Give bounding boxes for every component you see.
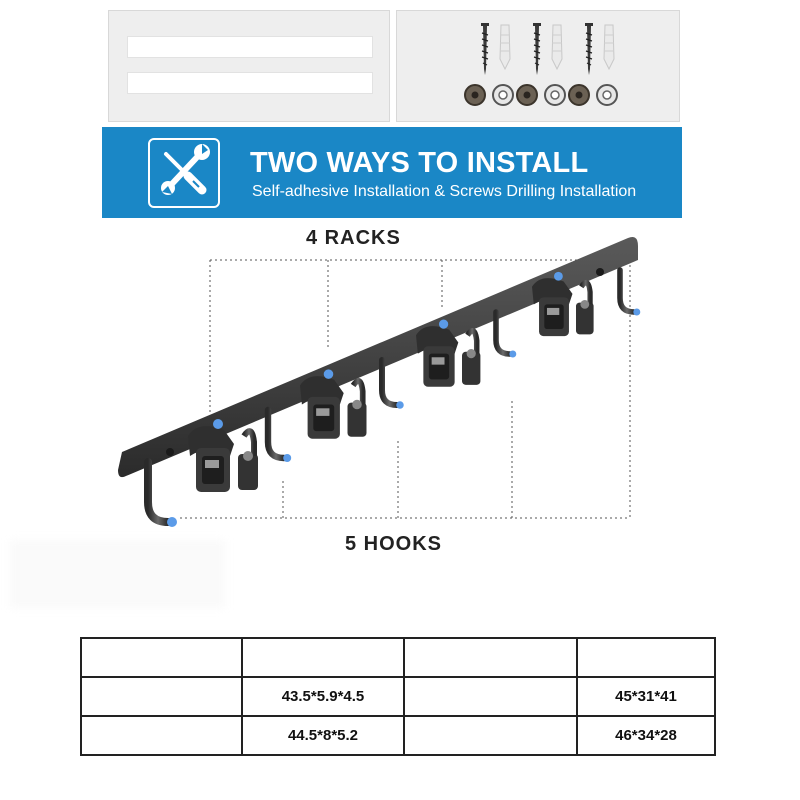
table-cell: 46*34*28 xyxy=(576,715,716,756)
table-row: 43.5*5.9*4.5 45*31*41 xyxy=(80,676,716,717)
table-cell xyxy=(80,637,243,678)
mop-holder-rack-image xyxy=(118,237,660,530)
adhesive-install-panel xyxy=(108,10,390,122)
table-cell xyxy=(80,715,243,756)
blurred-area xyxy=(10,540,225,608)
table-cell xyxy=(403,676,578,717)
table-cell xyxy=(241,637,405,678)
screws-install-panel xyxy=(396,10,680,122)
table-row xyxy=(80,637,716,678)
tools-icon xyxy=(148,138,220,208)
table-cell: 44.5*8*5.2 xyxy=(241,715,405,756)
table-cell xyxy=(80,676,243,717)
table-row: 44.5*8*5.2 46*34*28 xyxy=(80,715,716,756)
adhesive-strip-icon xyxy=(127,72,373,94)
screws-and-anchors-icon xyxy=(464,22,618,106)
table-cell: 43.5*5.9*4.5 xyxy=(241,676,405,717)
table-cell xyxy=(403,637,578,678)
hooks-label: 5 HOOKS xyxy=(345,533,443,555)
specs-table: 43.5*5.9*4.5 45*31*41 44.5*8*5.2 46*34*2… xyxy=(80,637,716,756)
table-cell: 45*31*41 xyxy=(576,676,716,717)
banner-subtitle: Self-adhesive Installation & Screws Dril… xyxy=(252,183,637,200)
install-banner: TWO WAYS TO INSTALL Self-adhesive Instal… xyxy=(102,127,682,218)
adhesive-strip-icon xyxy=(127,36,373,58)
banner-title: TWO WAYS TO INSTALL xyxy=(250,147,589,179)
racks-label: 4 RACKS xyxy=(306,227,401,249)
table-cell xyxy=(576,637,716,678)
table-cell xyxy=(403,715,578,756)
